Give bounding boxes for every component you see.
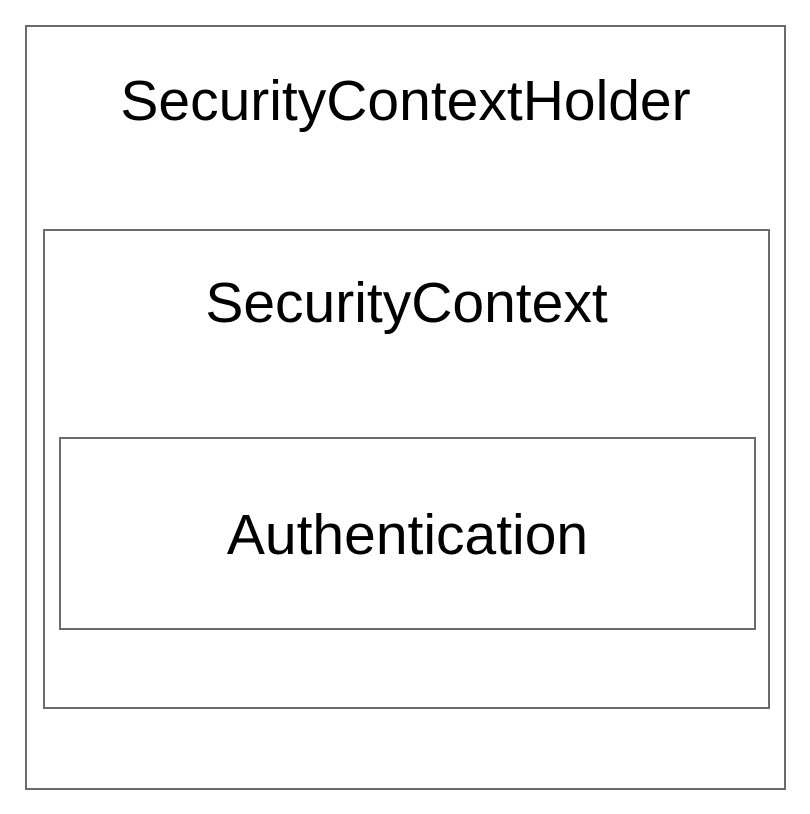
security-context-box: SecurityContext Authentication [43,229,770,709]
security-context-holder-box: SecurityContextHolder SecurityContext Au… [25,25,786,790]
security-context-label: SecurityContext [205,271,608,335]
security-context-holder-label: SecurityContextHolder [120,69,691,133]
authentication-box: Authentication [59,437,756,630]
authentication-label: Authentication [226,503,589,567]
